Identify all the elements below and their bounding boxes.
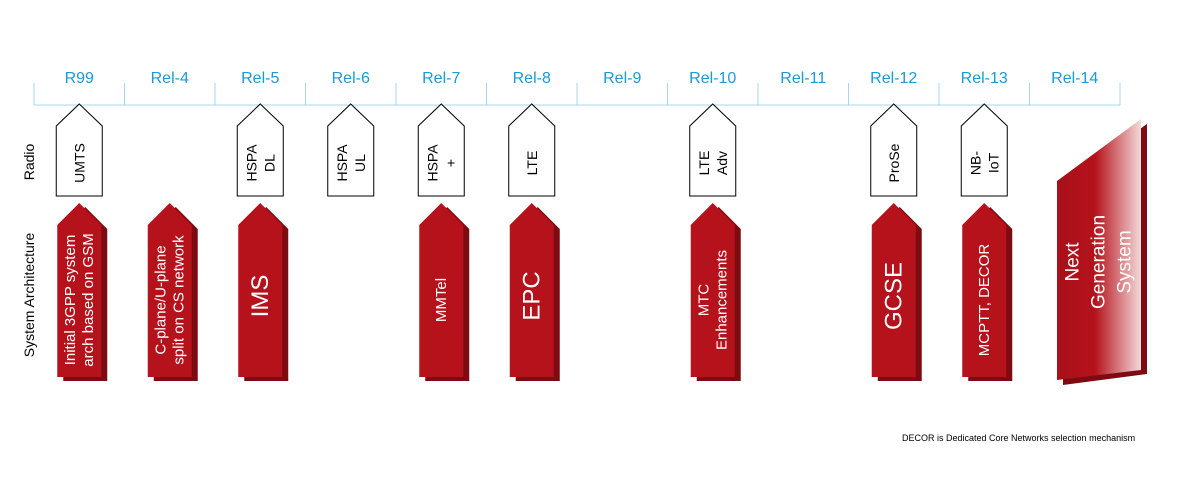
radio-feature-label: DL xyxy=(261,154,277,172)
radio-feature-label: HSPA xyxy=(334,144,350,182)
radio-feature-label: UMTS xyxy=(71,143,87,183)
radio-feature-umts: UMTS xyxy=(55,103,103,197)
arch-feature-label: IMS xyxy=(247,275,274,318)
radio-feature-label: IoT xyxy=(985,152,1001,173)
arch-feature-mcptt-decor: MCPTT, DECOR xyxy=(962,203,1013,381)
arch-arrow xyxy=(57,203,102,377)
release-label-rel-13: Rel-13 xyxy=(961,70,1008,87)
arch-feature-label: Next xyxy=(1063,242,1084,282)
arch-feature-label: System xyxy=(1115,230,1136,293)
arch-arrow xyxy=(690,203,735,377)
arch-feature-label: Generation xyxy=(1089,215,1110,309)
arch-feature-label: Initial 3GPP system xyxy=(62,235,79,366)
radio-feature-label: Adv xyxy=(714,151,730,175)
arch-feature-gcse: GCSE xyxy=(871,203,922,381)
release-label-rel-14: Rel-14 xyxy=(1051,70,1098,87)
radio-row-label: Radio xyxy=(21,144,37,181)
release-label-rel-9: Rel-9 xyxy=(603,70,641,87)
radio-feature-label: HSPA xyxy=(424,144,440,182)
radio-feature-label: UL xyxy=(352,154,368,172)
release-labels: R99 Rel-4 Rel-5 Rel-6 Rel-7 Rel-8 Rel-9 Rel-10 R… xyxy=(65,70,1099,87)
arch-feature-label: split on CS network xyxy=(170,235,187,365)
arch-arrow xyxy=(871,203,916,377)
arch-feature-label: MCPTT, DECOR xyxy=(976,244,993,357)
arch-arrow xyxy=(419,203,464,377)
radio-feature-nb-iot: NB-IoT xyxy=(960,103,1008,197)
arch-feature-mmtel: MMTel xyxy=(419,203,470,381)
arch-feature-label: C-plane/U-plane xyxy=(152,245,169,354)
radio-feature-label: HSPA xyxy=(243,144,259,182)
radio-feature-label: ProSe xyxy=(886,143,902,182)
release-label-r99: R99 xyxy=(65,70,94,87)
arch-arrow xyxy=(962,203,1007,377)
radio-feature-label: + xyxy=(442,159,458,167)
arch-feature-epc: EPC xyxy=(509,203,560,381)
radio-box xyxy=(236,103,284,197)
radio-box xyxy=(960,103,1008,197)
radio-box xyxy=(870,103,918,197)
radio-feature-hspa: HSPA+ xyxy=(417,103,465,197)
radio-feature-prose: ProSe xyxy=(870,103,918,197)
release-label-rel-11: Rel-11 xyxy=(780,70,826,87)
radio-box xyxy=(327,103,375,197)
release-label-rel-6: Rel-6 xyxy=(332,70,370,87)
release-label-rel-12: Rel-12 xyxy=(870,70,917,87)
radio-box xyxy=(417,103,465,197)
radio-box xyxy=(508,103,556,197)
arch-feature-label: MMTel xyxy=(433,278,450,322)
radio-feature-label: LTE xyxy=(696,151,712,176)
arch-arrow xyxy=(147,203,192,377)
release-label-rel-5: Rel-5 xyxy=(241,70,279,87)
release-label-rel-8: Rel-8 xyxy=(513,70,551,87)
timeline-axis xyxy=(33,83,1121,106)
radio-feature-lte: LTE xyxy=(508,103,556,197)
radio-box xyxy=(689,103,737,197)
arch-feature-label: GCSE xyxy=(880,262,907,330)
arch-feature-ims: IMS xyxy=(238,203,289,381)
radio-feature-label: LTE xyxy=(524,151,540,176)
release-label-rel-10: Rel-10 xyxy=(689,70,736,87)
radio-feature-label: NB- xyxy=(967,151,983,175)
arch-feature-label: Enhancements xyxy=(713,250,730,350)
arch-feature-label: arch based on GSM xyxy=(80,233,97,366)
footnote: DECOR is Dedicated Core Networks selecti… xyxy=(902,433,1136,443)
arch-feature-label: MTC xyxy=(695,284,712,317)
arch-feature-label: EPC xyxy=(518,271,545,320)
arch-arrow xyxy=(1057,119,1141,380)
radio-box xyxy=(55,103,103,197)
architecture-row-label: System Architecture xyxy=(21,233,37,358)
arch-arrow xyxy=(509,203,554,377)
release-label-rel-4: Rel-4 xyxy=(151,70,189,87)
release-label-rel-7: Rel-7 xyxy=(422,70,460,87)
arch-arrow xyxy=(238,203,283,377)
